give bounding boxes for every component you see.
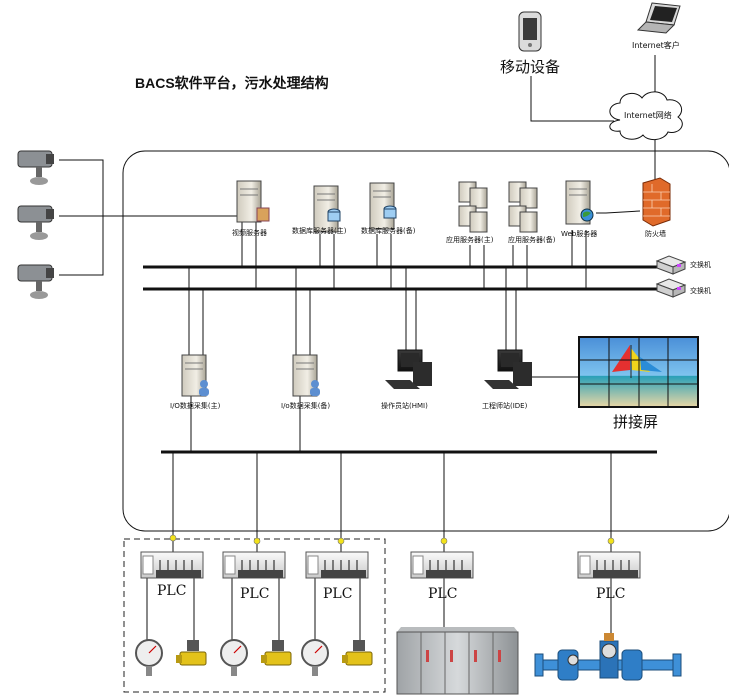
db-server-backup-label: 数据库服务器(备) bbox=[361, 227, 416, 235]
flow-meter-3-icon bbox=[342, 640, 373, 666]
plc-4-icon bbox=[410, 551, 474, 579]
db-server-backup-icon bbox=[369, 182, 397, 230]
switch-2-icon bbox=[655, 278, 687, 298]
db-server-main-icon bbox=[313, 185, 341, 233]
electrical-cabinets-icon bbox=[396, 627, 519, 695]
io-server-backup-label: I/o数据采集(备) bbox=[281, 402, 331, 410]
camera-1-icon bbox=[17, 150, 54, 185]
ide-label: 工程师站(IDE) bbox=[482, 402, 528, 410]
app-server-backup-icon bbox=[508, 181, 538, 233]
valve-assembly-icon bbox=[534, 633, 682, 681]
internet-cloud bbox=[609, 91, 683, 140]
laptop-icon bbox=[636, 2, 681, 34]
switch-2-label: 交换机 bbox=[690, 287, 711, 295]
video-server-icon bbox=[236, 180, 270, 223]
internet-links bbox=[530, 55, 656, 214]
internet-client-label: Internet客户 bbox=[632, 41, 680, 50]
plc-3-icon bbox=[305, 551, 369, 579]
firewall-label: 防火墙 bbox=[645, 230, 666, 238]
plc-1-label: PLC bbox=[157, 583, 187, 599]
video-server-label: 视频服务器 bbox=[232, 229, 267, 237]
camera-links bbox=[59, 159, 237, 276]
plc-1-icon bbox=[140, 551, 204, 579]
io-server-main-label: I/O数据采集(主) bbox=[170, 402, 221, 410]
pressure-gauge-1-icon bbox=[135, 639, 163, 676]
flow-meter-2-icon bbox=[261, 640, 292, 666]
app-server-main-label: 应用服务器(主) bbox=[446, 236, 494, 244]
server-drops bbox=[146, 222, 612, 640]
internet-cloud-label: Internet网络 bbox=[624, 111, 672, 120]
app-server-backup-label: 应用服务器(备) bbox=[508, 236, 556, 244]
flow-meter-1-icon bbox=[176, 640, 207, 666]
hmi-label: 操作员站(HMI) bbox=[381, 402, 428, 410]
video-wall-label: 拼接屏 bbox=[613, 413, 659, 431]
bus-connectors bbox=[169, 534, 615, 545]
io-server-backup-icon bbox=[292, 354, 320, 397]
io-server-main-icon bbox=[181, 354, 209, 397]
web-server-icon bbox=[565, 180, 594, 225]
switch-1-label: 交换机 bbox=[690, 261, 711, 269]
network-enclosure bbox=[122, 150, 729, 532]
firewall-icon bbox=[642, 177, 671, 227]
pressure-gauge-2-icon bbox=[220, 639, 248, 676]
plc-5-icon bbox=[577, 551, 641, 579]
web-server-label: Web服务器 bbox=[561, 230, 598, 238]
mobile-device-label: 移动设备 bbox=[500, 58, 561, 76]
plc-3-label: PLC bbox=[323, 586, 353, 602]
plc-5-label: PLC bbox=[596, 586, 626, 602]
pressure-gauge-3-icon bbox=[301, 639, 329, 676]
plc-4-label: PLC bbox=[428, 586, 458, 602]
db-server-main-label: 数据库服务器(主) bbox=[292, 227, 347, 235]
mobile-device-icon bbox=[518, 11, 542, 52]
switch-1-icon bbox=[655, 255, 687, 275]
lan-bus bbox=[143, 265, 660, 454]
app-server-main-icon bbox=[458, 181, 488, 233]
page-title: BACS软件平台，污水处理结构 bbox=[135, 75, 329, 91]
hmi-workstation-icon bbox=[385, 349, 432, 389]
ide-workstation-icon bbox=[484, 349, 532, 389]
plc-2-icon bbox=[222, 551, 286, 579]
video-wall-icon bbox=[578, 336, 699, 408]
camera-3-icon bbox=[17, 264, 54, 299]
camera-2-icon bbox=[17, 205, 54, 240]
plc-2-label: PLC bbox=[240, 586, 270, 602]
